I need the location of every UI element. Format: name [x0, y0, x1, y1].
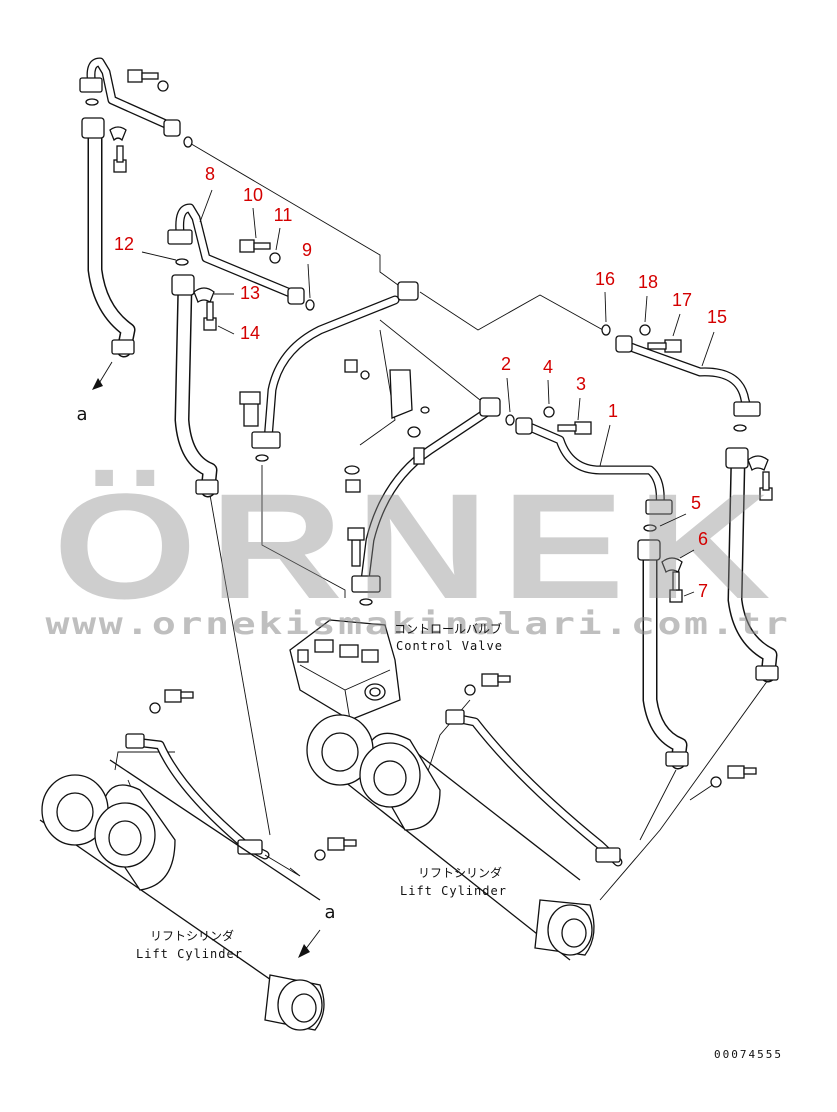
lift-cylinder-right — [306, 714, 595, 961]
part-number-3: 3 — [576, 374, 586, 394]
part-number-1: 1 — [608, 401, 618, 421]
pipe-center-frame — [239, 281, 501, 606]
watermark-url: www.ornekismakinalari.com.tr — [46, 607, 791, 642]
part-number-7: 7 — [698, 581, 708, 601]
part-number-9: 9 — [302, 240, 312, 260]
washer-part-4 — [543, 406, 555, 418]
bracket-center — [344, 359, 430, 493]
part-number-8: 8 — [205, 164, 215, 184]
part-number-13: 13 — [240, 283, 260, 303]
o-ring-part-2 — [505, 414, 515, 426]
reference-a-bottom: a — [324, 902, 335, 923]
lift-cylinder-left-label-en: Lift Cylinder — [136, 947, 243, 961]
hose-right-middle — [637, 539, 689, 770]
control-valve-label-en: Control Valve — [396, 639, 503, 653]
drawing-number: 00074555 — [714, 1048, 783, 1061]
pipe-lower-left — [125, 689, 357, 877]
part-number-2: 2 — [501, 354, 511, 374]
part-number-callouts: 8 10 11 12 9 13 14 16 18 17 15 2 4 3 1 5… — [114, 164, 727, 601]
bolt-part-3 — [557, 421, 592, 435]
lift-cylinder-left — [39, 759, 325, 1031]
watermark: ÖRNEK www.ornekismakinalari.com.tr — [46, 462, 791, 642]
control-valve-label-jp: コントロールバルブ — [394, 621, 502, 636]
part-number-12: 12 — [114, 234, 134, 254]
o-ring-part-16 — [601, 324, 611, 336]
part-number-18: 18 — [638, 272, 658, 292]
pipe-part-15 — [601, 324, 761, 432]
bolt-part-10 — [239, 239, 271, 253]
part-number-17: 17 — [672, 290, 692, 310]
part-number-16: 16 — [595, 269, 615, 289]
part-number-15: 15 — [707, 307, 727, 327]
part-number-6: 6 — [698, 529, 708, 549]
washer-part-11 — [269, 252, 281, 264]
bolt-part-17 — [647, 339, 682, 353]
part-number-14: 14 — [240, 323, 260, 343]
bolt-upper-left — [127, 69, 169, 92]
hose-left-a — [81, 117, 136, 390]
part-number-4: 4 — [543, 357, 553, 377]
clamp-part-13 — [193, 287, 215, 303]
hose-middle-left — [171, 274, 219, 498]
washer-part-18 — [639, 324, 651, 336]
o-ring-part-5 — [643, 524, 657, 532]
component-labels: コントロールバルブ Control Valve リフトシリンダ Lift Cyl… — [76, 404, 783, 1061]
lift-cylinder-right-label-jp: リフトシリンダ — [418, 865, 502, 880]
watermark-brand: ÖRNEK — [53, 462, 783, 630]
pipe-upper-left — [79, 57, 193, 148]
control-valve — [289, 619, 401, 721]
part-number-11: 11 — [274, 205, 293, 225]
part-number-10: 10 — [243, 185, 263, 205]
part-number-5: 5 — [691, 493, 701, 513]
lift-cylinder-right-label-en: Lift Cylinder — [400, 884, 507, 898]
pipe-part-8 — [167, 203, 315, 311]
hose-right-far — [725, 447, 779, 683]
lift-cylinder-left-label-jp: リフトシリンダ — [150, 928, 234, 943]
pipe-lower-right — [445, 673, 757, 867]
reference-a-top: a — [76, 404, 87, 425]
pipe-part-1 — [505, 406, 673, 532]
